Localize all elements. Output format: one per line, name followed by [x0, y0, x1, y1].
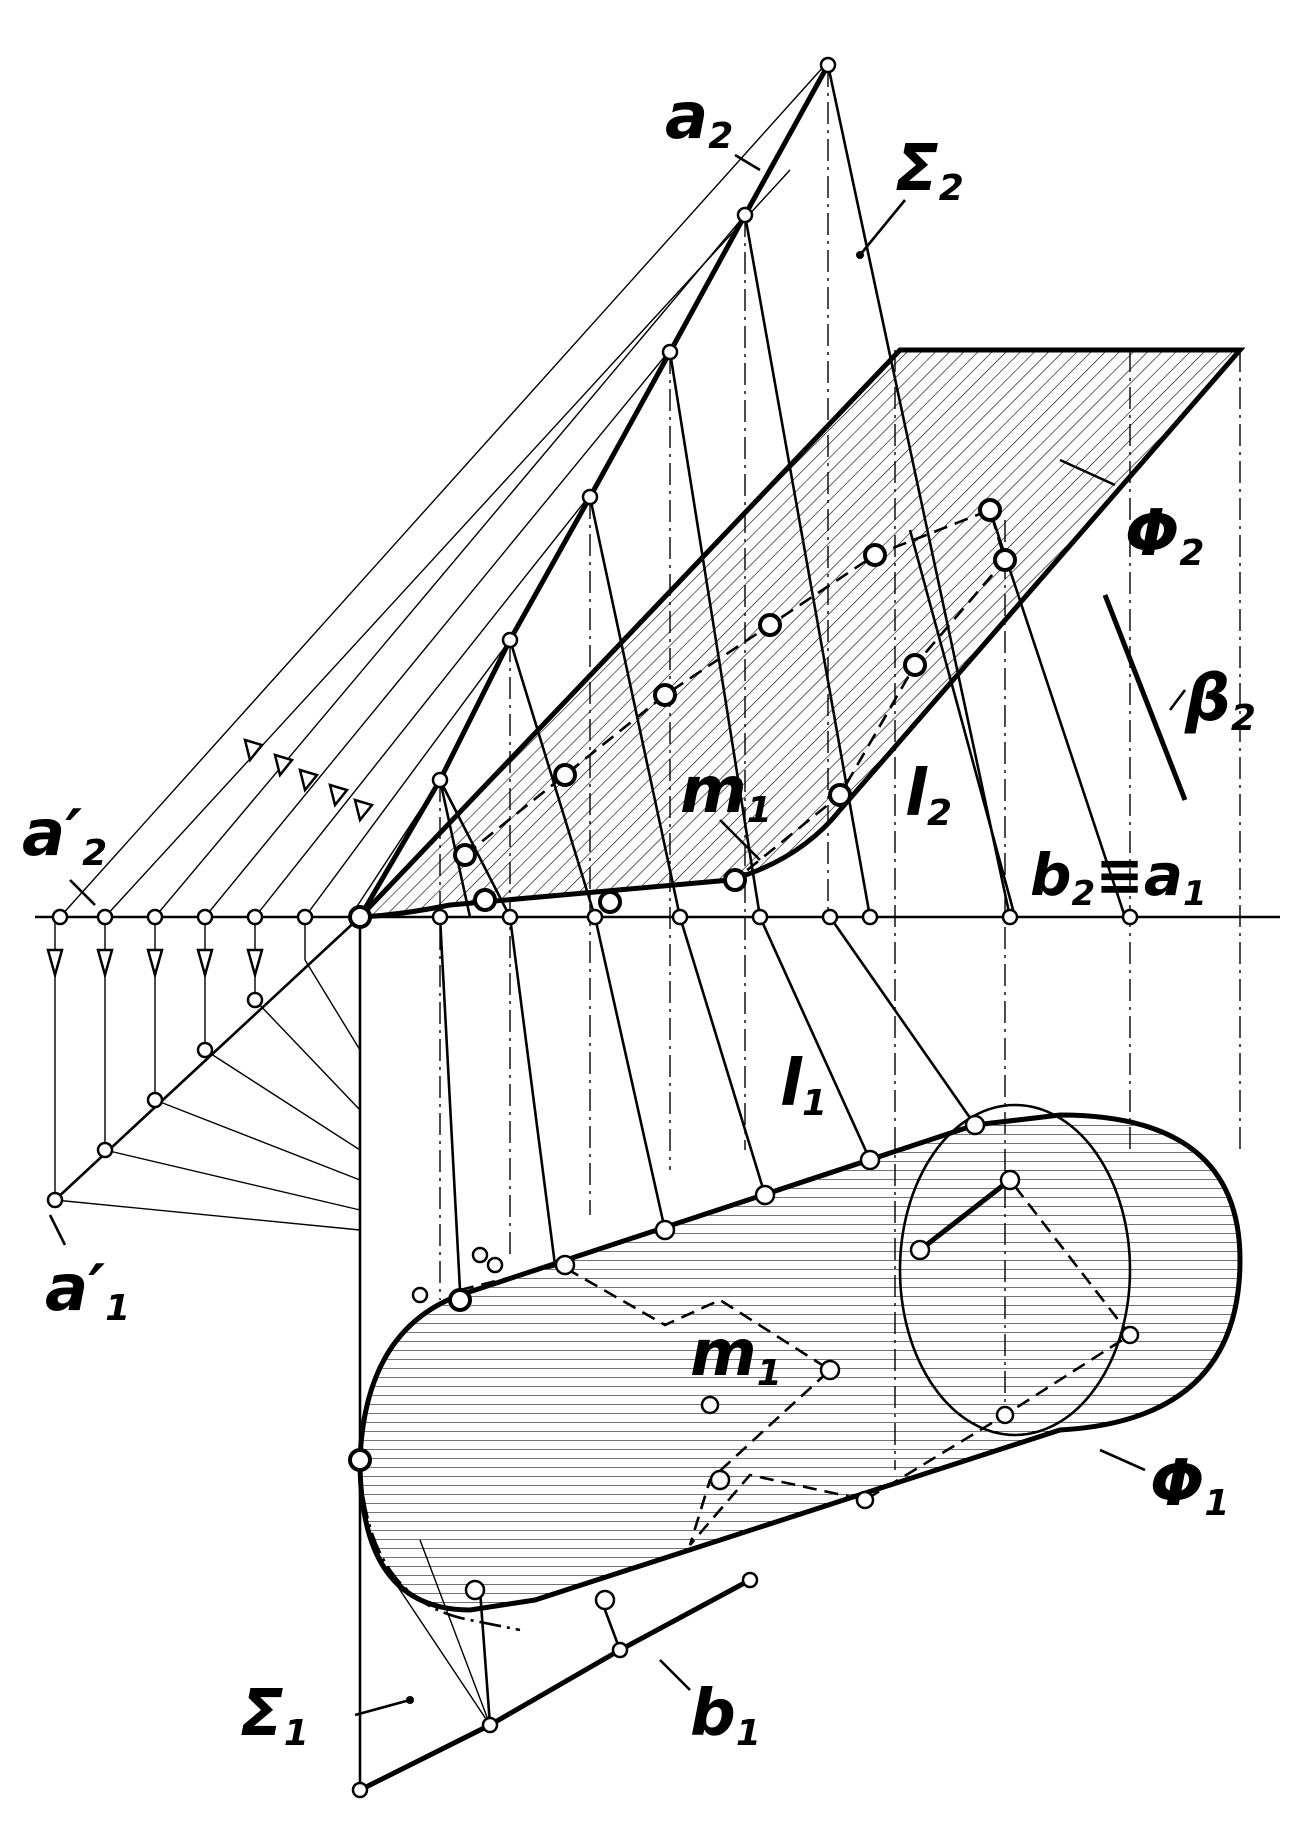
- label-phi2: Φ2: [1125, 497, 1204, 574]
- label-m1-bottom: m1: [690, 1317, 782, 1394]
- phi1-cylinder: [357, 1112, 1243, 1613]
- sigma1-lines: [379, 1539, 622, 1726]
- label-m1-top: m1: [680, 754, 772, 831]
- labels: a2 Σ2 Φ2 β2 m1 l2 a′2 b2≡a1 l1 a′1 m1 Φ1…: [22, 80, 1256, 1754]
- label-b2-equiv-a1: b2≡a1: [1030, 841, 1207, 914]
- label-a2-prime: a′2: [22, 797, 107, 874]
- lower-outline-dashdot: [358, 1459, 521, 1632]
- label-beta2: β2: [1184, 662, 1256, 739]
- ray-arrows-down: [46, 948, 264, 980]
- ray-arrows-upper: [243, 738, 375, 823]
- beta2-trace: [1102, 594, 1188, 801]
- label-a1-prime: a′1: [45, 1252, 130, 1329]
- projection-rays-upper: [59, 64, 826, 918]
- label-b1: b1: [690, 1677, 761, 1754]
- phi1-end-ellipse: [898, 1103, 1132, 1437]
- line-b1: [358, 1577, 752, 1793]
- label-sigma1: Σ1: [240, 1677, 309, 1754]
- label-a2: a2: [665, 80, 733, 157]
- line-upper-right-1: [988, 509, 1127, 918]
- label-l2: l2: [905, 757, 952, 834]
- ellipse-inner-segment: [918, 1178, 1012, 1252]
- leader-lines: [48, 153, 1187, 1717]
- l1-lines: [438, 916, 977, 1291]
- intersection-curve-lower: [459, 1179, 1132, 1546]
- label-phi1: Φ1: [1150, 1447, 1229, 1524]
- line-upper-right-2: [908, 529, 1017, 918]
- label-sigma2: Σ2: [895, 132, 964, 209]
- label-l1: l1: [780, 1047, 827, 1124]
- points: [46, 56, 1140, 1799]
